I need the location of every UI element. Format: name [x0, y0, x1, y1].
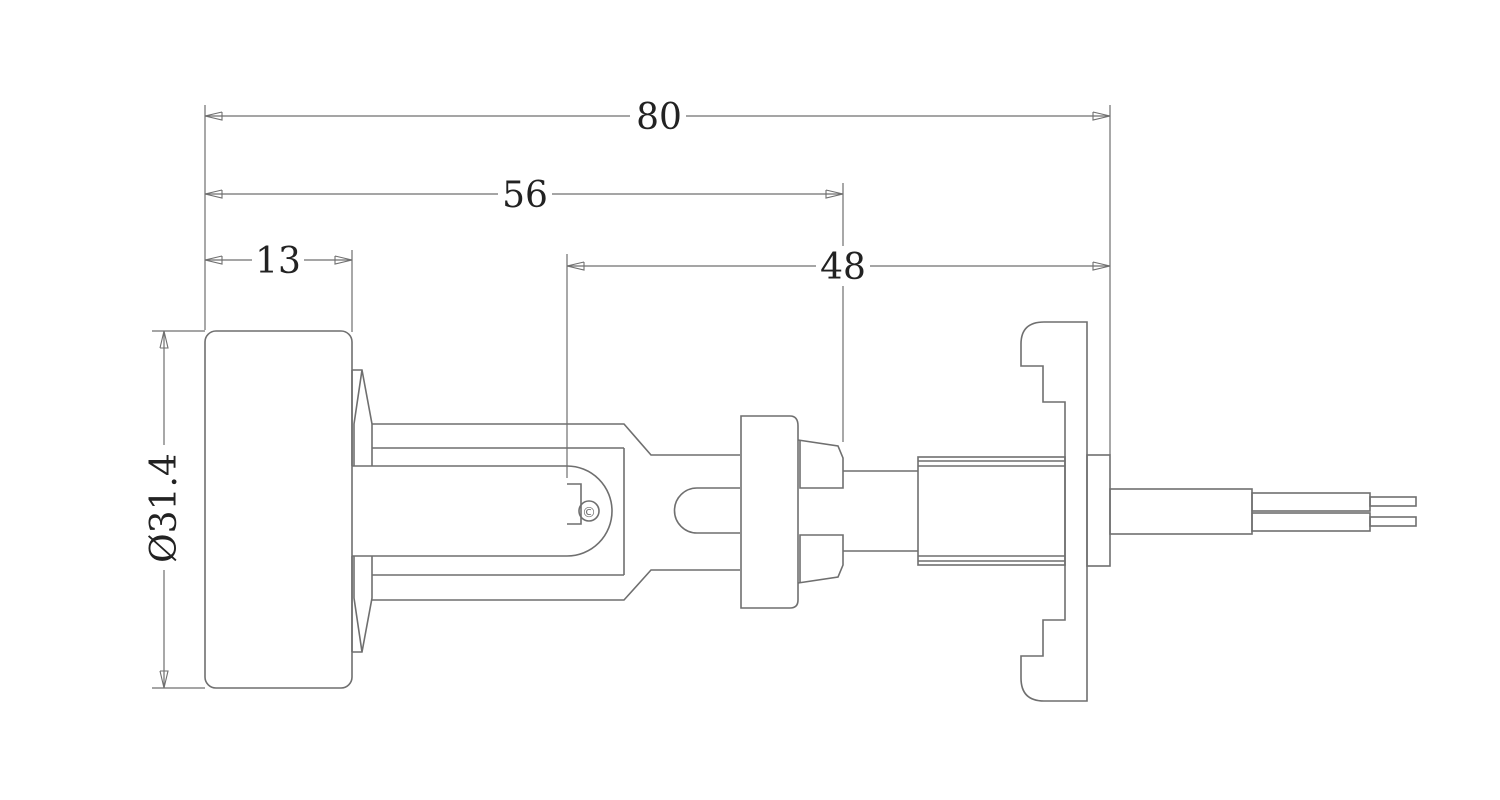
collar [740, 415, 799, 609]
shaft-housing [372, 423, 740, 601]
dimension-80: 80 [204, 96, 1111, 455]
dimension-56-label: 56 [502, 175, 548, 216]
sleeve [917, 456, 1066, 566]
dimension-diameter-label: Ø31.4 [144, 453, 185, 563]
dimension-80-label: 80 [636, 97, 682, 138]
mounting-bracket [1020, 321, 1088, 702]
dimension-56: 56 [204, 174, 844, 442]
dimension-13: 13 [204, 240, 353, 332]
cable [1109, 488, 1253, 535]
knob-clips [351, 369, 373, 653]
bracket-nut [1086, 454, 1111, 567]
dimension-diameter: Ø31.4 [144, 330, 205, 689]
dimension-48: 48 [566, 246, 1111, 478]
slot: © [352, 465, 613, 557]
pin [673, 487, 740, 534]
dimension-48-label: 48 [820, 247, 866, 288]
knob [204, 330, 353, 689]
copyright-mark: © [582, 505, 596, 521]
wire-leads [1251, 492, 1417, 532]
tapered-bushings [797, 439, 918, 584]
dimension-13-label: 13 [255, 241, 301, 282]
